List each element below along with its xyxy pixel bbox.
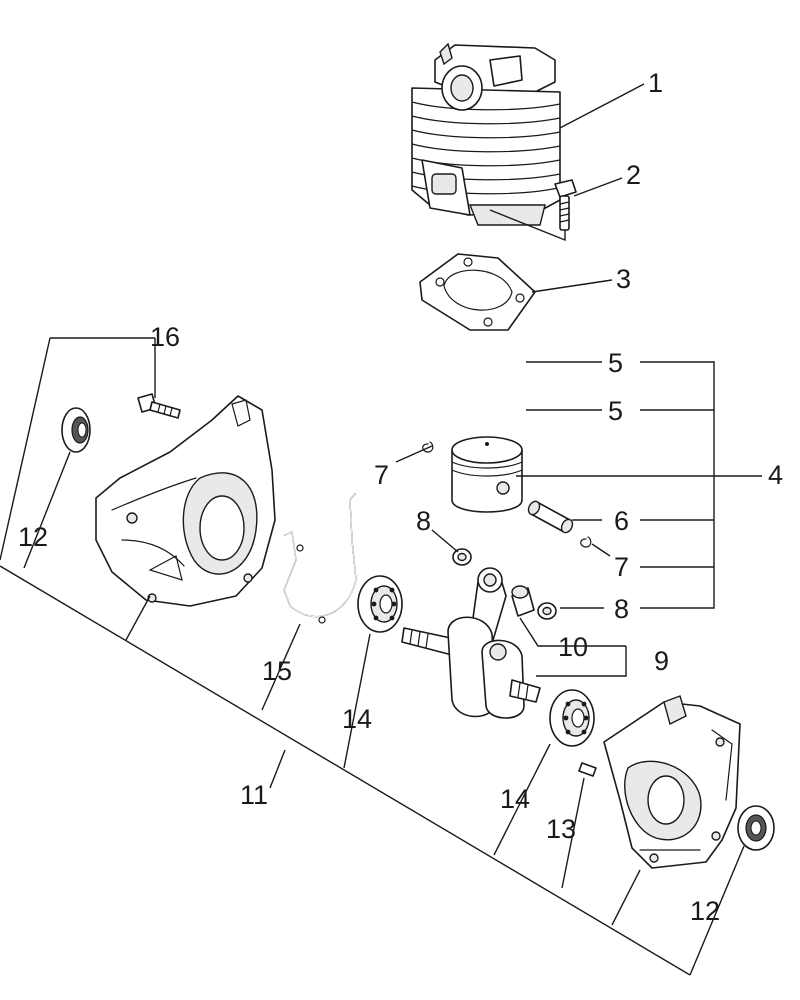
callout-9: 9 [654,646,669,676]
main-bearing-left [357,575,403,633]
callout-labels: 1 2 3 5 5 4 7 8 6 7 8 10 9 16 12 15 14 1… [18,68,783,926]
crankcase-bolt [137,393,181,419]
thrust-washer-left [452,548,472,566]
cylinder [411,42,561,226]
circlip-right [580,536,592,548]
callout-14-right: 14 [500,784,530,814]
oil-seal-right [737,805,775,851]
callout-13: 13 [546,814,576,844]
leader-lines [0,83,762,976]
piston-ring-lower [451,394,525,422]
dowel-pin [578,762,597,777]
crankshaft [401,567,541,719]
crankcase-gasket [283,493,357,624]
circlip-left [422,441,434,453]
callout-8-left: 8 [416,506,431,536]
callout-1: 1 [648,68,663,98]
callout-6: 6 [614,506,629,536]
callout-5-lower: 5 [608,396,623,426]
callout-15: 15 [262,656,292,686]
callout-2: 2 [626,160,641,190]
piston-ring-upper [451,348,525,376]
main-bearing-right [549,689,595,747]
thrust-washer-right [537,602,557,620]
callout-3: 3 [616,264,631,294]
needle-bearing [511,585,535,617]
cylinder-gasket [419,253,536,331]
callout-12-right: 12 [690,896,720,926]
callout-4: 4 [768,460,783,490]
callout-14-left: 14 [342,704,372,734]
callout-11: 11 [240,780,268,810]
callout-8-right: 8 [614,594,629,624]
piston [451,436,523,513]
cylinder-bolt [554,179,577,231]
oil-seal-left [61,407,91,453]
callout-16: 16 [150,322,180,352]
callout-7-left: 7 [374,460,389,490]
callout-12-left: 12 [18,522,48,552]
crankcase-left [95,395,276,607]
crankcase-right [603,695,741,869]
piston-pin [527,500,574,534]
callout-5-upper: 5 [608,348,623,378]
callout-7-right: 7 [614,552,629,582]
callout-10: 10 [558,632,588,662]
